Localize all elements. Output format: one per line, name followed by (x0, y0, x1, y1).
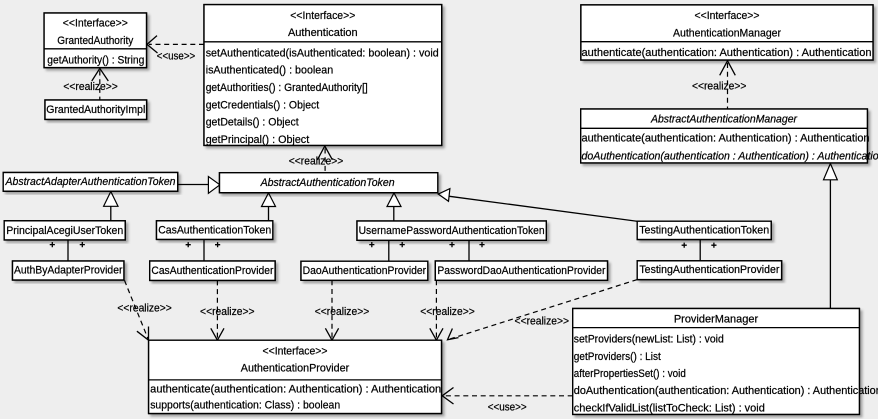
svg-text:checkIfValidList(listToCheck:: checkIfValidList(listToCheck: List) : vo… (574, 402, 765, 414)
svg-text:<<realize>>: <<realize>> (692, 80, 747, 92)
svg-text:<<Interface>>: <<Interface>> (263, 345, 328, 357)
svg-text:AbstractAuthenticationToken: AbstractAuthenticationToken (260, 177, 395, 189)
svg-text:<<realize>>: <<realize>> (289, 156, 344, 168)
svg-text:setProviders(newList: List) :: setProviders(newList: List) : void (574, 334, 724, 346)
svg-text:Authentication: Authentication (288, 27, 358, 39)
svg-text:doAuthentication(authenticatio: doAuthentication(authentication : Authen… (582, 150, 878, 162)
svg-text:<<Interface>>: <<Interface>> (695, 10, 760, 22)
svg-text:GrantedAuthority: GrantedAuthority (57, 35, 133, 47)
svg-text:<<Interface>>: <<Interface>> (63, 18, 128, 30)
svg-text:authenticate(authentication: A: authenticate(authentication: Authenticat… (582, 47, 872, 59)
svg-text:DaoAuthenticationProvider: DaoAuthenticationProvider (303, 265, 427, 277)
svg-text:<<realize>>: <<realize>> (420, 306, 475, 318)
svg-text:getProviders() : List: getProviders() : List (574, 351, 661, 363)
svg-text:CasAuthenticationToken: CasAuthenticationToken (158, 224, 271, 236)
svg-text:afterPropertiesSet() : void: afterPropertiesSet() : void (574, 368, 686, 380)
svg-text:getPrincipal() : Object: getPrincipal() : Object (206, 134, 310, 146)
svg-text:ProviderManager: ProviderManager (674, 313, 759, 325)
svg-text:<<realize>>: <<realize>> (315, 306, 370, 318)
svg-text:PasswordDaoAuthenticationProvi: PasswordDaoAuthenticationProvider (437, 265, 605, 277)
svg-text:AuthByAdapterProvider: AuthByAdapterProvider (14, 265, 123, 277)
svg-text:setAuthenticated(isAuthenticat: setAuthenticated(isAuthenticated: boolea… (206, 47, 439, 59)
svg-text:UsernamePasswordAuthentication: UsernamePasswordAuthenticationToken (359, 225, 545, 237)
svg-text:PrincipalAcegiUserToken: PrincipalAcegiUserToken (6, 225, 123, 237)
svg-text:<<realize>>: <<realize>> (117, 303, 172, 315)
svg-text:authenticate(authentication: A: authenticate(authentication: Authenticat… (582, 132, 870, 144)
svg-text:AuthenticationProvider: AuthenticationProvider (241, 363, 350, 375)
svg-text:<<use>>: <<use>> (488, 401, 527, 413)
svg-text:getCredentials() : Object: getCredentials() : Object (206, 99, 320, 111)
svg-text:AbstractAdapterAuthenticationT: AbstractAdapterAuthenticationToken (5, 176, 176, 188)
svg-text:<<realize>>: <<realize>> (63, 81, 118, 93)
svg-text:CasAuthenticationProvider: CasAuthenticationProvider (151, 265, 273, 277)
svg-text:doAuthentication(authenticatio: doAuthentication(authentication: Authent… (574, 385, 878, 397)
svg-text:supports(authentication: Class: supports(authentication: Class) : boolea… (150, 399, 340, 411)
svg-text:getAuthority() : String: getAuthority() : String (47, 55, 144, 67)
svg-text:<<Interface>>: <<Interface>> (290, 10, 355, 22)
svg-text:getAuthorities() : GrantedAuth: getAuthorities() : GrantedAuthority[] (206, 82, 368, 94)
svg-text:TestingAuthenticationProvider: TestingAuthenticationProvider (639, 264, 779, 276)
svg-text:<<use>>: <<use>> (157, 51, 196, 63)
svg-text:AbstractAuthenticationManager: AbstractAuthenticationManager (650, 113, 798, 125)
svg-text:<<realize>>: <<realize>> (200, 306, 255, 318)
svg-text:<<realize>>: <<realize>> (515, 315, 570, 327)
svg-text:authenticate(authentication: A: authenticate(authentication: Authenticat… (150, 384, 441, 396)
svg-text:AuthenticationManager: AuthenticationManager (673, 28, 781, 40)
svg-text:TestingAuthenticationToken: TestingAuthenticationToken (639, 225, 769, 237)
svg-text:GrantedAuthorityImpl: GrantedAuthorityImpl (46, 104, 145, 116)
svg-text:isAuthenticated() : boolean: isAuthenticated() : boolean (206, 65, 334, 77)
svg-text:getDetails() : Object: getDetails() : Object (206, 117, 299, 129)
